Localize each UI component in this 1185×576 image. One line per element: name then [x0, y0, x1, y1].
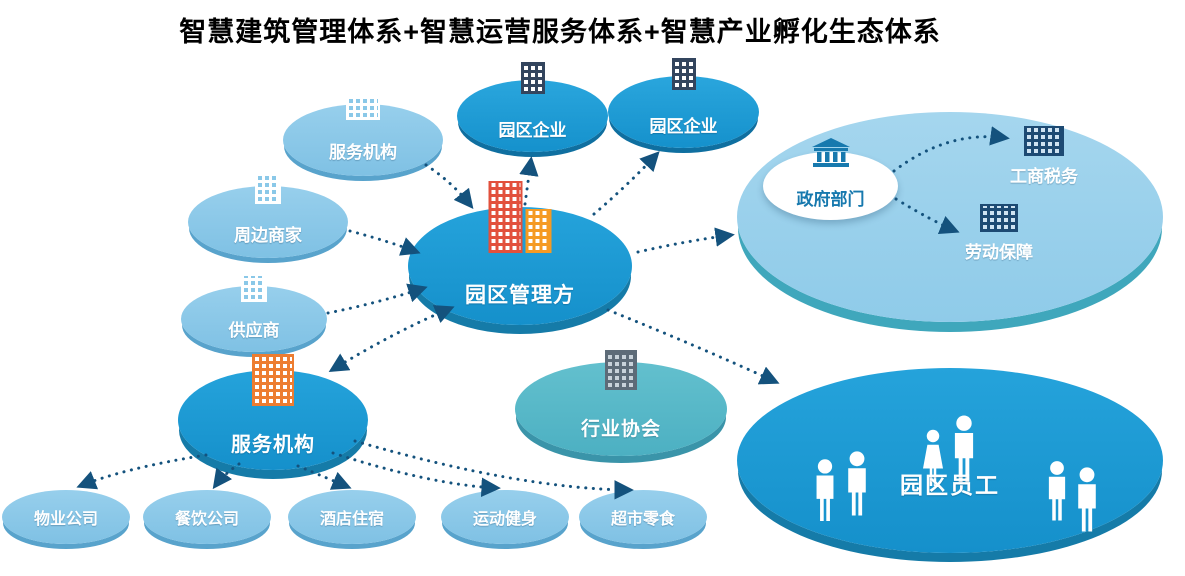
building-icon: [241, 274, 267, 302]
building-icon: [671, 58, 696, 90]
node-label: 行业协会: [580, 419, 661, 440]
node-label: 园区企业: [649, 117, 718, 136]
node-label: 工商税务: [1010, 167, 1078, 186]
node-label: 园区员工: [900, 472, 1000, 498]
people-icon: [816, 415, 1096, 532]
arrow-serviceorg-to-hotel: [296, 464, 352, 490]
building-icon: [252, 354, 294, 406]
group-tax-bureau: [1024, 126, 1064, 156]
node-government: 政府部门: [763, 138, 898, 220]
group-labor-security: [980, 204, 1018, 232]
node-park-staff: 园区员工: [737, 368, 1163, 553]
node-service-org-main: 服务机构: [178, 354, 368, 470]
node-label: 园区企业: [498, 121, 567, 140]
node-catering: 餐饮公司: [143, 490, 271, 544]
building-icon: [255, 172, 281, 204]
node-label: 劳动保障: [965, 243, 1033, 262]
arrow-mgmt-to-government: [636, 227, 735, 254]
arrow-mgmt-serviceorg-bidirectional: [328, 305, 455, 373]
arrow-merchants-to-mgmt: [348, 229, 421, 256]
node-label: 酒店住宿: [319, 511, 384, 528]
node-label: 供应商: [228, 321, 280, 340]
building-icon: [346, 94, 380, 120]
node-label: 服务机构: [329, 143, 397, 162]
node-fitness: 运动健身: [441, 490, 569, 544]
page-title: 智慧建筑管理体系+智慧运营服务体系+智慧产业孵化生态体系: [179, 17, 941, 47]
node-label: 政府部门: [796, 190, 865, 209]
node-label: 物业公司: [33, 511, 98, 528]
node-label: 周边商家: [234, 226, 302, 245]
node-merchants: 周边商家: [188, 172, 348, 258]
node-label: 服务机构: [231, 434, 315, 456]
arrow-serviceorg-to-mgmt: [424, 163, 474, 210]
node-park-enterprise-1: 园区企业: [457, 62, 608, 152]
building-icon: [980, 204, 1018, 232]
node-service-org-top: 服务机构: [283, 94, 443, 176]
building-icon: [488, 181, 552, 253]
node-industry-association: 行业协会: [515, 350, 727, 456]
arrow-serviceorg-to-fitness: [331, 451, 501, 498]
building-icon: [520, 62, 545, 94]
building-icon: [605, 350, 637, 390]
building-icon: [1024, 126, 1064, 156]
node-label: 运动健身: [472, 511, 537, 528]
node-government-ecosystem: 政府部门 工商税务 劳动保障: [737, 112, 1163, 322]
node-property: 物业公司: [2, 490, 130, 544]
node-hotel: 酒店住宿: [288, 490, 416, 544]
node-label: 园区管理方: [465, 284, 575, 307]
node-label: 超市零食: [610, 511, 675, 528]
node-park-enterprise-2: 园区企业: [608, 58, 759, 148]
node-suppliers: 供应商: [181, 274, 327, 352]
node-management: 园区管理方: [408, 181, 632, 325]
bank-icon: [810, 138, 852, 168]
node-label: 餐饮公司: [174, 511, 239, 528]
node-supermarket: 超市零食: [579, 490, 707, 544]
arrow-mgmt-to-enterprise2: [592, 151, 660, 216]
arrow-serviceorg-to-catering: [212, 462, 241, 490]
arrow-serviceorg-to-property: [76, 453, 208, 490]
